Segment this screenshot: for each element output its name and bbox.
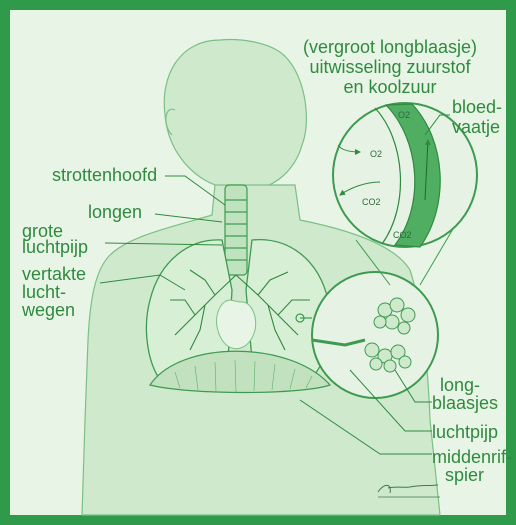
caption-line-2: uitwisseling zuurstof (309, 57, 471, 77)
label-vertakte-1: vertakte (22, 264, 86, 284)
label-strottenhoofd: strottenhoofd (52, 165, 157, 185)
label-longblaasjes-2: blaasjes (432, 393, 498, 413)
label-vertakte-3: wegen (21, 300, 75, 320)
label-middenrif-1: middenrif- (432, 447, 512, 467)
trachea (225, 185, 247, 275)
label-co2-left: CO2 (362, 197, 381, 207)
label-bloedvaatje-2: vaatje (452, 117, 500, 137)
heart-outline (217, 300, 256, 349)
label-luchtpijp: luchtpijp (432, 422, 498, 442)
label-co2-vessel: CO2 (393, 230, 412, 240)
caption-line-3: en koolzuur (343, 77, 436, 97)
label-vertakte-2: lucht- (22, 282, 66, 302)
label-middenrif-2: spier (445, 465, 484, 485)
label-o2-vessel: O2 (398, 110, 410, 120)
caption-line-1: (vergroot longblaasje) (303, 37, 477, 57)
label-grote-luchtpijp-2: luchtpijp (22, 237, 88, 257)
label-longblaasjes-1: long- (440, 375, 480, 395)
label-o2-left: O2 (370, 149, 382, 159)
label-longen: longen (88, 202, 142, 222)
label-bloedvaatje-1: bloed- (452, 97, 502, 117)
